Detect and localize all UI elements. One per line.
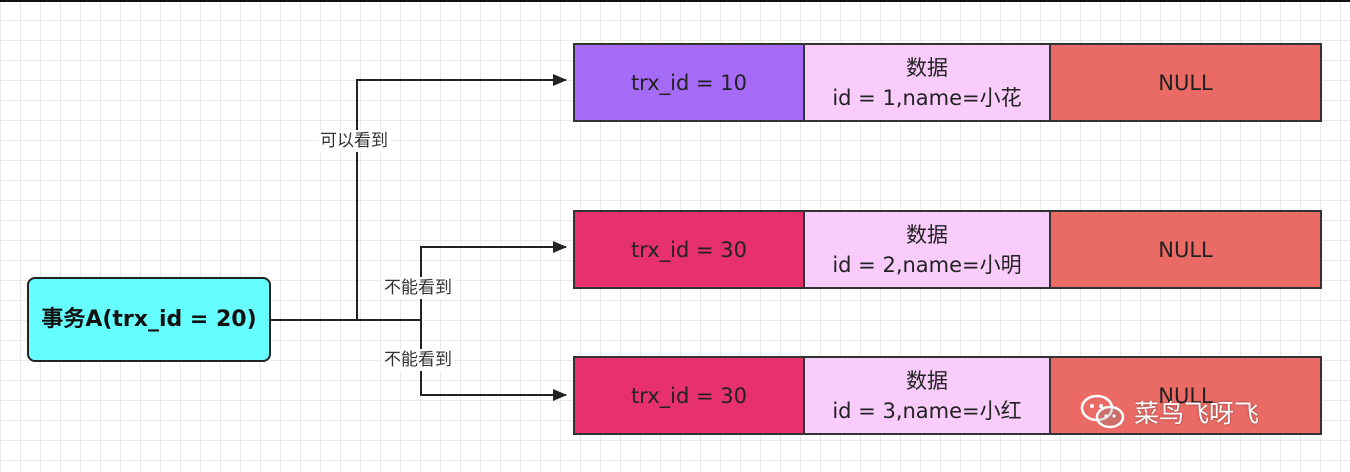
edge-label-invisible-2: 不能看到 [382,349,454,371]
top-border [0,0,1350,2]
watermark: 菜鸟飞呀飞 [1080,393,1259,431]
roll-pointer-label: NULL [1158,383,1213,408]
trx-id-cell: trx_id = 30 [575,212,805,287]
data-cell: 数据 id = 3,name=小红 [805,358,1051,433]
data-value: id = 1,name=小花 [832,85,1022,110]
version-row-1: trx_id = 10 数据 id = 1,name=小花 NULL [573,43,1322,122]
watermark-text: 菜鸟飞呀飞 [1134,399,1260,428]
data-cell: 数据 id = 2,name=小明 [805,212,1051,287]
edge-label-invisible-1: 不能看到 [382,277,454,299]
edge-label-visible: 可以看到 [318,130,390,152]
data-title: 数据 [906,368,948,393]
data-value: id = 2,name=小明 [832,252,1022,277]
data-value: id = 3,name=小红 [832,398,1022,423]
transaction-a-node: 事务A(trx_id = 20) [27,277,271,362]
version-row-2: trx_id = 30 数据 id = 2,name=小明 NULL [573,210,1322,289]
data-title: 数据 [906,55,948,80]
data-title: 数据 [906,222,948,247]
roll-pointer-label: NULL [1158,70,1213,95]
trx-id-label: trx_id = 10 [630,70,748,95]
data-cell: 数据 id = 1,name=小花 [805,45,1051,120]
trx-id-cell: trx_id = 30 [575,358,805,433]
trx-id-label: trx_id = 30 [630,383,748,408]
trx-id-label: trx_id = 30 [630,237,748,262]
wechat-icon [1080,394,1125,429]
connector-to-row-1 [356,74,567,320]
roll-pointer-label: NULL [1158,237,1213,262]
trx-id-cell: trx_id = 10 [575,45,805,120]
roll-pointer-cell: NULL [1051,45,1320,120]
roll-pointer-cell: NULL [1051,212,1320,287]
connector-to-row-3 [420,320,567,401]
